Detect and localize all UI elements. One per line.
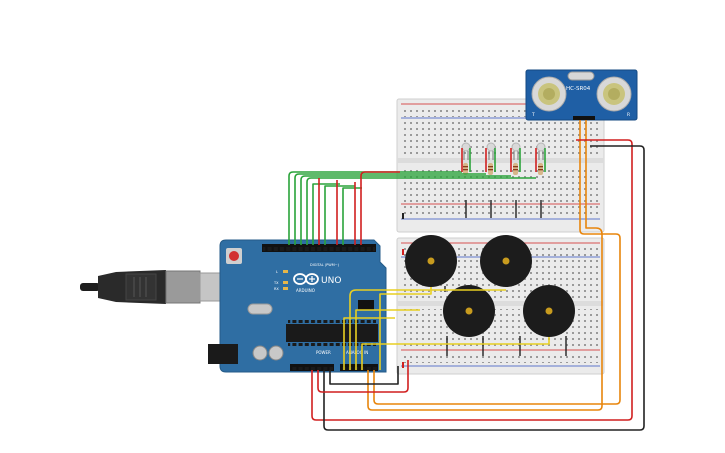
- wire-black-ground: [329, 366, 399, 385]
- breadboard-top: [396, 98, 605, 233]
- led-3: [511, 142, 521, 160]
- wire-red-sensor: [311, 139, 633, 421]
- wire-green-4: [306, 177, 536, 245]
- rail-markers: [402, 213, 404, 368]
- reset-button: [229, 251, 239, 261]
- wire-green-5: [312, 183, 340, 245]
- microcontroller-chip: [286, 324, 378, 342]
- sensor-pin-header: [573, 116, 595, 120]
- arduino-uno-board: DIGITAL (PWM~) UNO ARDUINO L TX RX: [208, 239, 387, 373]
- led-1: [461, 142, 471, 160]
- buzzer-3: [443, 285, 495, 337]
- board-brand: ARDUINO: [296, 288, 315, 293]
- resistor-ground-links: [465, 200, 542, 218]
- icsp-header: [358, 300, 374, 310]
- led-2: [486, 142, 496, 160]
- wire-yellow-5: [343, 317, 395, 370]
- wire-green-6: [324, 185, 355, 245]
- buzzer-4: [523, 285, 575, 337]
- wire-green-7: [342, 187, 362, 245]
- wire-green-3: [300, 175, 511, 245]
- digital-header-label: DIGITAL (PWM~): [310, 263, 340, 267]
- buzzer-legs: [444, 286, 567, 356]
- sensor-crystal: [567, 71, 595, 81]
- sensor-corner-left: T: [531, 112, 535, 118]
- buzzer-1: [405, 235, 457, 287]
- wire-yellow-3: [349, 289, 506, 370]
- wire-black-sensor: [323, 145, 645, 431]
- wire-orange-sensor-1: [373, 120, 621, 405]
- ultrasonic-sensor: HC-SR04 T R: [525, 69, 638, 121]
- power-header-label: POWER: [316, 350, 331, 355]
- wire-orange-sensor-2: [367, 120, 603, 411]
- sensor-corner-right: R: [627, 112, 630, 118]
- capacitor-2: [268, 345, 284, 361]
- led-4: [536, 142, 546, 160]
- wires: [288, 120, 645, 431]
- led-group: [461, 142, 546, 218]
- led-label-l: L: [276, 270, 278, 274]
- status-leds: L TX RX: [273, 270, 288, 291]
- wire-green-2: [294, 173, 486, 245]
- led-label-tx: TX: [273, 281, 279, 285]
- board-name: UNO: [321, 276, 341, 286]
- wire-green-1: [288, 171, 462, 245]
- led-label-rx: RX: [274, 287, 279, 291]
- arduino-logo: [293, 273, 319, 285]
- wire-red-power: [317, 360, 409, 393]
- sensor-model-label: HC-SR04: [566, 86, 591, 92]
- resistors: [463, 163, 543, 175]
- power-jack: [208, 344, 238, 364]
- wire-red-d4: [360, 171, 400, 245]
- crystal-oscillator: [247, 303, 273, 315]
- wire-yellow-4: [361, 337, 550, 370]
- wire-yellow-2: [355, 309, 420, 370]
- capacitor-1: [252, 345, 268, 361]
- analog-header-label: ANALOG IN: [346, 350, 368, 355]
- usb-cable: [80, 270, 225, 304]
- buzzer-2: [480, 235, 532, 287]
